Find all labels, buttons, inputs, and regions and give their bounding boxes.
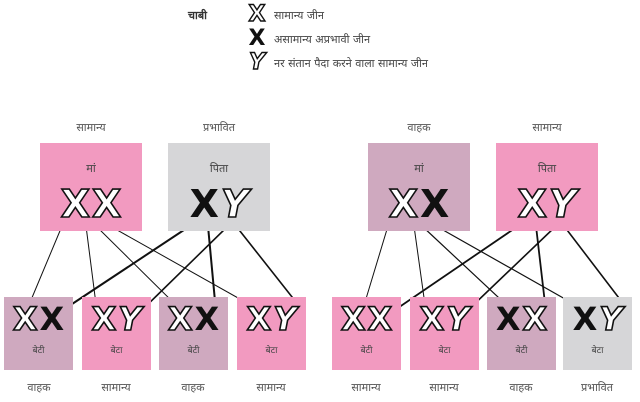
normal-x-gene-icon: X	[60, 182, 91, 226]
left-child-3-status: वाहक	[181, 381, 205, 394]
right-child-2: X Y बेटा	[410, 297, 479, 370]
legend-label: नर संतान पैदा करने वाला सामान्य जीन	[274, 56, 428, 70]
normal-x-gene-icon: X	[517, 182, 548, 226]
abnormal-x-gene-icon: X	[194, 300, 220, 338]
role-label: बेटा	[110, 346, 123, 356]
right-child-3-status: वाहक	[509, 381, 533, 394]
genotype: X X	[332, 300, 401, 338]
right-child-4-status: प्रभावित	[580, 381, 614, 394]
normal-x-gene-icon: X	[248, 2, 266, 27]
left-father-status: प्रभावित	[202, 121, 236, 134]
abnormal-x-gene-icon: X	[572, 300, 598, 338]
abnormal-x-gene-icon: X	[39, 300, 65, 338]
left-mother-status: सामान्य	[76, 121, 106, 134]
role-label: बेटा	[591, 346, 604, 356]
left-child-2-status: सामान्य	[101, 381, 131, 394]
y-gene-icon: Y	[248, 50, 265, 75]
right-father-box: पिता X Y	[496, 143, 598, 231]
genotype: X X	[40, 182, 142, 226]
legend-label: सामान्य जीन	[274, 8, 324, 22]
genotype: X X	[4, 300, 73, 338]
legend-label: असामान्य अप्रभावी जीन	[274, 32, 371, 46]
legend-title: चाबी	[188, 9, 207, 22]
left-child-4-status: सामान्य	[256, 381, 286, 394]
role-label: पिता	[537, 162, 557, 175]
normal-x-gene-icon: X	[246, 300, 272, 338]
role-label: बेटी	[360, 346, 373, 356]
y-gene-icon: Y	[598, 300, 623, 338]
role-label: बेटी	[515, 346, 528, 356]
y-gene-icon: Y	[548, 182, 577, 226]
left-mother-box: मां X X	[40, 143, 142, 231]
line-right-father-y-child4	[563, 225, 623, 303]
role-label: बेटा	[265, 346, 278, 356]
normal-x-gene-icon: X	[91, 300, 117, 338]
normal-x-gene-icon: X	[522, 300, 548, 338]
left-father-box: पिता X Y	[168, 143, 270, 231]
role-label: पिता	[209, 162, 229, 175]
right-child-4: X Y बेटा	[563, 297, 632, 370]
genotype: X Y	[82, 300, 151, 338]
genotype: X Y	[496, 182, 598, 226]
role-label: मां	[414, 162, 424, 175]
genotype: X Y	[563, 300, 632, 338]
line-left-father-y-child4	[235, 225, 297, 303]
right-child-3: X X बेटी	[487, 297, 556, 370]
normal-x-gene-icon: X	[340, 300, 366, 338]
normal-x-gene-icon: X	[419, 300, 445, 338]
normal-x-gene-icon: X	[167, 300, 193, 338]
role-label: मां	[86, 162, 96, 175]
role-label: बेटा	[438, 346, 451, 356]
genotype: X Y	[168, 182, 270, 226]
y-gene-icon: Y	[117, 300, 142, 338]
right-child-2-status: सामान्य	[429, 381, 459, 394]
role-label: बेटी	[32, 346, 45, 356]
right-father-status: सामान्य	[532, 121, 562, 134]
legend-item-normal-x: X सामान्य जीन	[246, 2, 324, 27]
right-mother-status: वाहक	[407, 121, 431, 134]
right-child-1-status: सामान्य	[351, 381, 381, 394]
normal-x-gene-icon: X	[367, 300, 393, 338]
normal-x-gene-icon: X	[12, 300, 38, 338]
y-gene-icon: Y	[272, 300, 297, 338]
right-child-1: X X बेटी	[332, 297, 401, 370]
normal-x-gene-icon: X	[91, 182, 122, 226]
genotype: X X	[368, 182, 470, 226]
genotype: X Y	[410, 300, 479, 338]
left-child-2: X Y बेटा	[82, 297, 151, 370]
abnormal-x-gene-icon: X	[248, 26, 266, 51]
legend-item-y: Y नर संतान पैदा करने वाला सामान्य जीन	[246, 50, 428, 75]
role-label: बेटी	[187, 346, 200, 356]
left-child-1-status: वाहक	[27, 381, 51, 394]
left-child-1: X X बेटी	[4, 297, 73, 370]
left-child-3: X X बेटी	[159, 297, 228, 370]
legend-item-abnormal-x: X असामान्य अप्रभावी जीन	[246, 26, 371, 51]
genotype: X Y	[237, 300, 306, 338]
genotype: X X	[487, 300, 556, 338]
abnormal-x-gene-icon: X	[189, 182, 219, 226]
right-mother-box: मां X X	[368, 143, 470, 231]
y-gene-icon: Y	[445, 300, 470, 338]
genotype: X X	[159, 300, 228, 338]
abnormal-x-gene-icon: X	[420, 182, 450, 226]
abnormal-x-gene-icon: X	[495, 300, 521, 338]
y-gene-icon: Y	[220, 182, 249, 226]
left-child-4: X Y बेटा	[237, 297, 306, 370]
normal-x-gene-icon: X	[388, 182, 419, 226]
